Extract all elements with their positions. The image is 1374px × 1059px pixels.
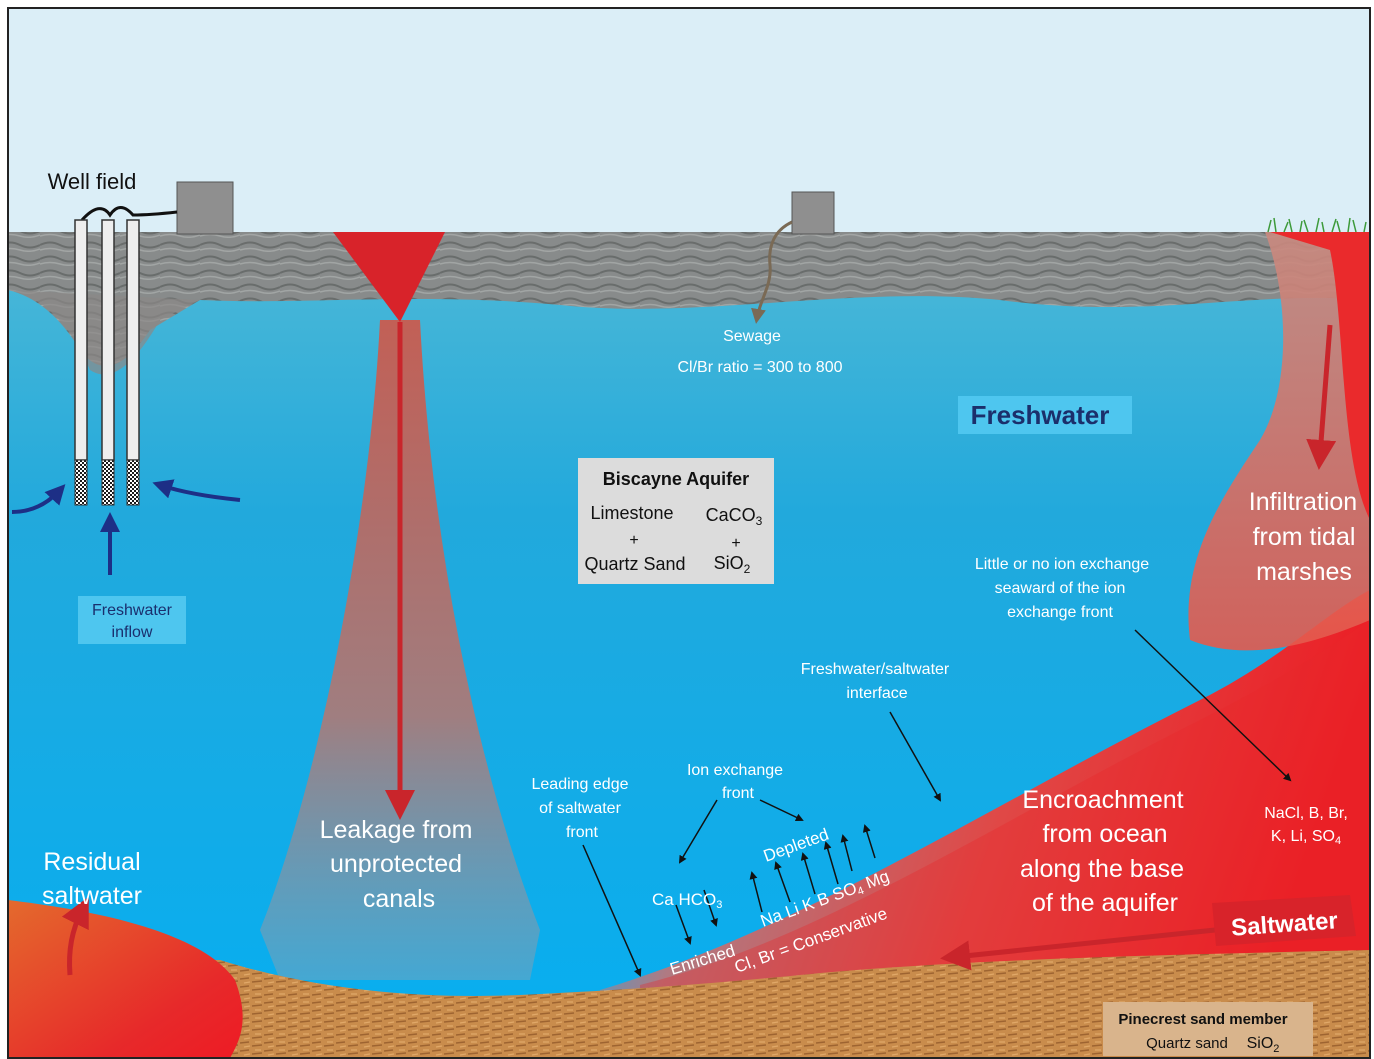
sewage-building (791, 191, 835, 235)
ion-front-label: Ion exchange (687, 762, 783, 779)
interface-label: Freshwater/saltwater (801, 661, 950, 678)
little-exchange-label: seaward of the ion (995, 580, 1126, 597)
interface-label: interface (846, 685, 907, 702)
encroachment-label: Encroachment (1022, 786, 1183, 814)
saltwater-badge (1212, 895, 1356, 946)
encroachment-label: from ocean (1042, 820, 1167, 848)
leakage-label: Leakage from (320, 816, 473, 844)
red-arrows (61, 322, 1337, 976)
well-screen (74, 459, 88, 506)
clbr-ratio-label: Cl/Br ratio = 300 to 800 (678, 359, 843, 376)
aquifer-info-box: Biscayne Aquifer Limestone CaCO3 + + Qua… (578, 458, 774, 584)
infiltration-label: from tidal (1253, 523, 1356, 551)
pinecrest-quartz-sand: Quartz sand (1146, 1035, 1228, 1052)
well-casings (74, 206, 178, 506)
ca-hco3-label: Ca HCO (652, 890, 716, 909)
svg-text:SiO2: SiO2 (714, 553, 751, 576)
little-exchange-label: exchange front (1007, 604, 1113, 621)
leading-edge-label: of saltwater (539, 800, 621, 817)
freshwater-inflow-label: inflow (112, 624, 153, 641)
residual-saltwater (8, 900, 243, 1058)
saltwater-wedge (600, 590, 1370, 1032)
svg-text:K, Li, SO4: K, Li, SO4 (1271, 828, 1341, 847)
ion-front-label: front (722, 785, 755, 802)
well-field-building (176, 181, 234, 235)
aquifer-limestone: Limestone (590, 503, 673, 523)
freshwater-label: Freshwater (971, 400, 1110, 430)
leakage-label: unprotected (330, 850, 462, 878)
limestone-layer (8, 232, 1370, 366)
infiltration-label: Infiltration (1249, 488, 1357, 516)
marsh-grass (1267, 217, 1367, 233)
encroachment-label: along the base (1020, 855, 1184, 883)
encroachment-label: of the aquifer (1032, 889, 1178, 917)
svg-text:CaCO3: CaCO3 (706, 505, 763, 528)
residual-label: Residual (43, 848, 140, 876)
figure-border (7, 7, 1371, 1059)
canal-funnel (333, 232, 445, 322)
pointer-arrows (582, 629, 1292, 977)
pinecrest-sio2: SiO (1247, 1035, 1274, 1052)
svg-text:Ca HCO3: Ca HCO3 (652, 890, 722, 911)
well-screen (101, 459, 115, 506)
well-field-label: Well field (48, 169, 137, 194)
aquifer-box-title: Biscayne Aquifer (603, 469, 749, 489)
little-exchange-label: Little or no ion exchange (975, 556, 1149, 573)
nacl-label: NaCl, B, Br, (1264, 805, 1348, 822)
pinecrest-sand (8, 950, 1370, 1058)
aquifer-plus-left: + (629, 532, 638, 549)
nacl-label-2: K, Li, SO (1271, 828, 1335, 845)
freshwater-badge (958, 396, 1132, 434)
leading-edge-label: front (566, 824, 599, 841)
inflow-arrows (11, 479, 241, 575)
sewage-pipe (751, 220, 793, 324)
sky (8, 8, 1370, 234)
pinecrest-info-box: Pinecrest sand member Quartz sand SiO2 (1103, 1002, 1313, 1056)
aquifer-sio2: SiO (714, 553, 744, 573)
pinecrest-title: Pinecrest sand member (1118, 1011, 1287, 1028)
aquifer-plus-right: + (731, 535, 740, 552)
freshwater-inflow-label: Freshwater (92, 602, 173, 619)
leading-edge-label: Leading edge (532, 776, 629, 793)
residual-label: saltwater (42, 882, 142, 910)
aquifer-quartz-sand: Quartz Sand (584, 554, 685, 574)
tidal-marsh-zone (1188, 232, 1370, 651)
sewage-label: Sewage (723, 328, 781, 345)
leakage-label: canals (363, 885, 435, 913)
freshwater-inflow-badge (78, 596, 186, 644)
infiltration-label: marshes (1256, 558, 1352, 586)
aquifer-caco3: CaCO (706, 505, 756, 525)
well-screen (126, 459, 140, 506)
svg-text:SiO2: SiO2 (1247, 1035, 1280, 1055)
